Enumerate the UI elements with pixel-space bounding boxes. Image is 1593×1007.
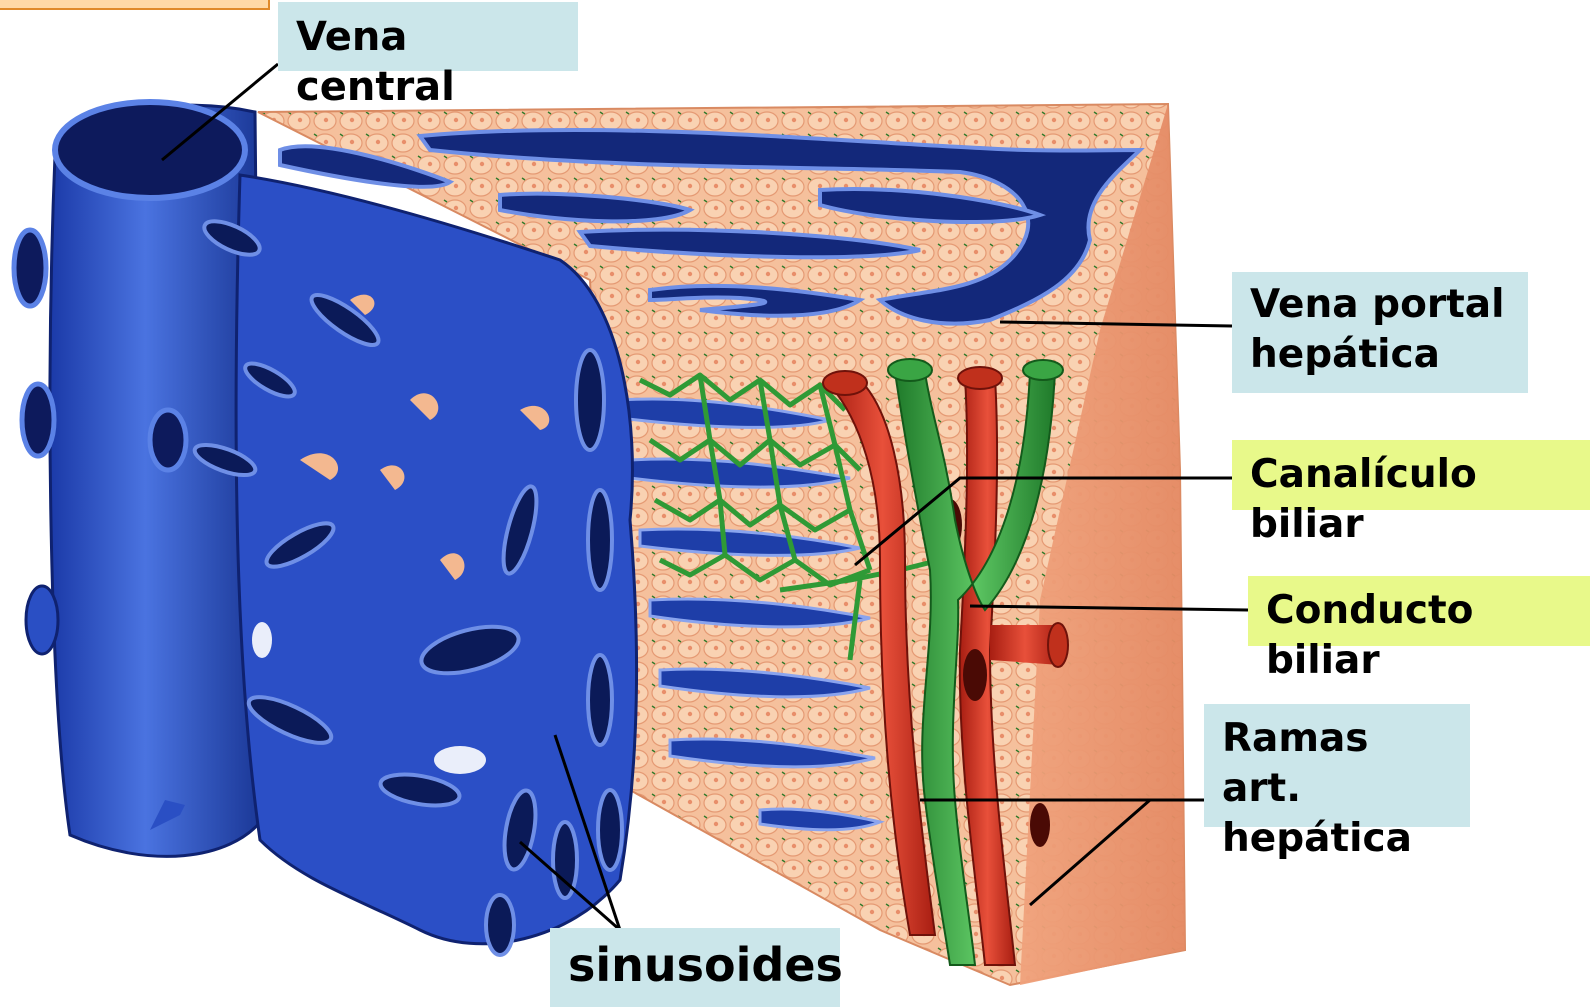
label-vena-central-text: Vena central: [296, 12, 560, 112]
label-vena-portal-line1: Vena portal: [1250, 280, 1510, 330]
label-conducto-biliar-text: Conducto biliar: [1266, 586, 1572, 686]
label-canaliculo-biliar: Canalículo biliar: [1232, 440, 1590, 510]
label-vena-portal: Vena portal hepática: [1232, 272, 1528, 393]
label-ramas-art-line1: Ramas art.: [1222, 714, 1452, 814]
label-ramas-art-line2: hepática: [1222, 814, 1452, 864]
label-sinusoides: sinusoides: [550, 928, 840, 1007]
label-canaliculo-biliar-text: Canalículo biliar: [1250, 450, 1572, 550]
central-vein-illustration: [14, 102, 262, 856]
sinusoid-network-illustration: [191, 175, 636, 955]
label-conducto-biliar: Conducto biliar: [1248, 576, 1590, 646]
label-vena-central: Vena central: [278, 2, 578, 71]
label-vena-portal-line2: hepática: [1250, 330, 1510, 380]
label-sinusoides-text: sinusoides: [568, 940, 822, 990]
label-ramas-art-hepatica: Ramas art. hepática: [1204, 704, 1470, 827]
